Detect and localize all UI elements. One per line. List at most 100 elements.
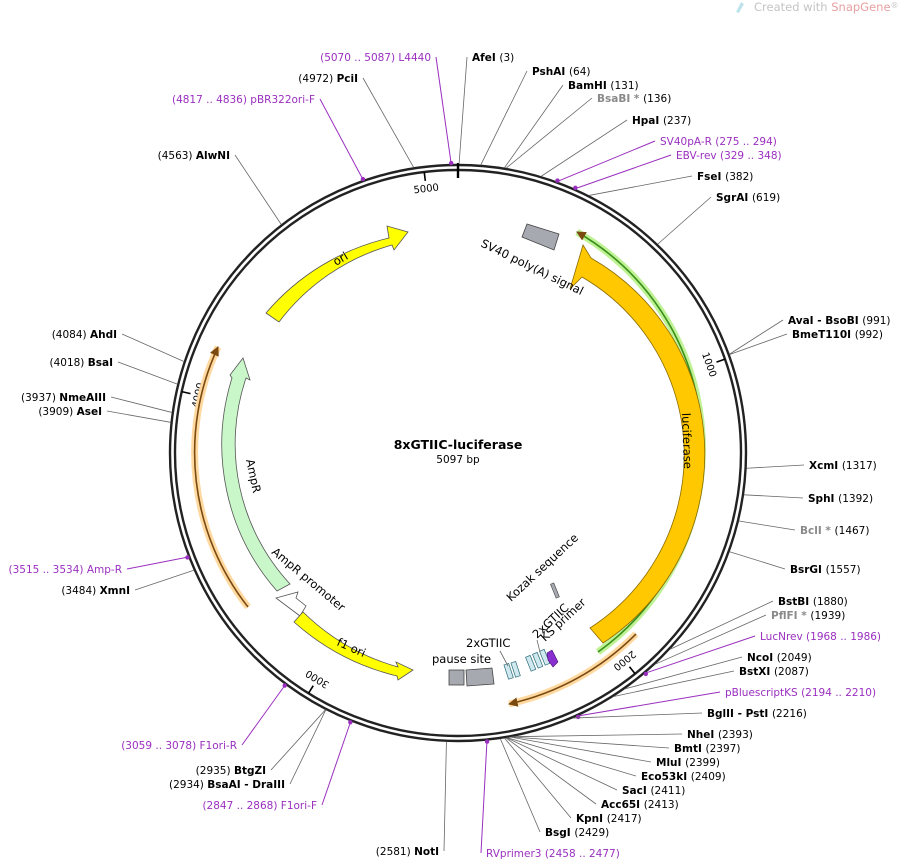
ks-primer-arrow[interactable]: [546, 649, 559, 668]
enzyme-site-label[interactable]: (2935) BtgZI: [196, 765, 266, 777]
site-leader-line: [505, 737, 597, 805]
enzyme-site-label[interactable]: (3484) XmnI: [61, 585, 130, 597]
primer-site-label[interactable]: pBluescriptKS (2194 .. 2210): [725, 687, 876, 699]
site-leader-line: [443, 741, 447, 852]
site-leader-line: [738, 520, 796, 531]
feature-label-sv40-polya: SV40 poly(A) signal: [479, 236, 586, 298]
tick-mark: [628, 666, 636, 675]
feature-label-pause-site: pause site: [432, 652, 491, 666]
gtiic-leader-b: [536, 639, 541, 653]
enzyme-site-label[interactable]: BstBI (1880): [778, 596, 848, 608]
site-leader-line: [573, 712, 703, 719]
enzyme-site-label[interactable]: XcmI (1317): [809, 460, 877, 472]
enzyme-site-label[interactable]: (3937) NmeAIII: [21, 392, 106, 404]
lower-orf-line: [508, 633, 637, 707]
site-leader-line: [117, 361, 178, 385]
site-leader-line: [505, 97, 593, 169]
enzyme-site-label[interactable]: FseI (382): [697, 171, 753, 183]
enzyme-site-label[interactable]: (2934) BsaAI - DraIII: [169, 779, 285, 791]
enzyme-site-label[interactable]: Acc65I (2413): [601, 799, 679, 811]
primer-mark: [348, 720, 353, 725]
site-leader-line: [241, 684, 286, 746]
enzyme-site-label[interactable]: (4018) BsaI: [49, 357, 113, 369]
enzyme-site-label[interactable]: BamHI (131): [568, 80, 639, 92]
enzyme-site-label[interactable]: NheI (2393): [687, 729, 753, 741]
ori-arrow[interactable]: [265, 225, 409, 323]
kozak-box[interactable]: [550, 582, 560, 599]
f1-ori-arrow[interactable]: [293, 611, 414, 681]
enzyme-site-label[interactable]: (4563) AlwNI: [158, 150, 230, 162]
site-leader-line: [319, 98, 364, 181]
enzyme-site-label[interactable]: MluI (2399): [656, 757, 720, 769]
enzyme-site-label[interactable]: AfeI (3): [472, 52, 514, 64]
site-leader-line: [655, 614, 767, 665]
enzyme-site-label[interactable]: BstXI (2087): [739, 666, 809, 678]
site-leader-line: [504, 737, 572, 819]
primer-mark: [573, 185, 578, 191]
primer-site-label[interactable]: (5070 .. 5087) L4440: [320, 52, 431, 64]
feature-label-ori: ori: [330, 249, 350, 269]
primer-site-label[interactable]: (3515 .. 3534) Amp-R: [9, 564, 123, 576]
enzyme-site-label[interactable]: BclI * (1467): [800, 525, 869, 537]
primer-site-label[interactable]: (2847 .. 2868) F1ori-F: [202, 800, 317, 812]
site-leader-line: [574, 154, 672, 190]
gtiic-repeats-a[interactable]: [503, 660, 521, 680]
enzyme-site-label[interactable]: HpaI (237): [632, 115, 691, 127]
plasmid-size: 5097 bp: [436, 454, 480, 466]
enzyme-site-label[interactable]: KpnI (2417): [576, 813, 642, 825]
site-leader-line: [513, 733, 683, 738]
sv40-polya-box[interactable]: [521, 223, 560, 251]
primer-mark: [449, 160, 454, 166]
enzyme-site-label[interactable]: SacI (2411): [622, 785, 685, 797]
primer-site-label[interactable]: EBV-rev (329 .. 348): [676, 150, 782, 162]
enzyme-site-label[interactable]: BmtI (2397): [674, 743, 740, 755]
enzyme-site-label[interactable]: SphI (1392): [808, 493, 873, 505]
enzyme-site-label[interactable]: BsaBI * (136): [597, 93, 671, 105]
site-leader-line: [500, 738, 541, 833]
ampr-promoter-arrow[interactable]: [275, 591, 307, 617]
enzyme-site-label[interactable]: AvaI - BsoBI (991): [788, 315, 891, 327]
snapgene-watermark: Created with SnapGene®: [736, 0, 899, 14]
pause-site-box-right[interactable]: [465, 667, 495, 687]
site-leader-line: [589, 175, 693, 196]
primer-site-label[interactable]: RVprimer3 (2458 .. 2477): [486, 848, 620, 860]
site-leader-line: [657, 196, 712, 245]
site-leader-line: [645, 635, 756, 674]
feature-label-luciferase: luciferase: [679, 413, 695, 469]
enzyme-site-label[interactable]: BmeT110I (992): [792, 329, 883, 341]
enzyme-site-label[interactable]: SgrAI (619): [716, 192, 780, 204]
enzyme-site-label[interactable]: (4084) AhdI: [52, 329, 117, 341]
site-leader-line: [506, 737, 618, 791]
tick-mark: [307, 685, 314, 694]
enzyme-site-label[interactable]: (2581) NotI: [376, 846, 439, 858]
luciferase-arrow[interactable]: [569, 244, 706, 644]
site-leader-line: [746, 464, 805, 469]
site-leader-line: [289, 709, 327, 785]
restriction-and-primer-sites: AfeI (3) PshAI (64) BamHI (131)BsaBI * (13…: [9, 52, 891, 860]
feature-layer: [191, 223, 706, 708]
primer-site-label[interactable]: LucNrev (1968 .. 1986): [760, 631, 881, 643]
tick-label: 1000: [699, 351, 718, 379]
site-leader-line: [541, 119, 628, 177]
enzyme-site-label[interactable]: (3909) AseI: [38, 406, 102, 418]
enzyme-site-label[interactable]: Eco53kI (2409): [641, 771, 726, 783]
feature-label-ampr: AmpR: [243, 458, 264, 495]
site-leader-line: [234, 154, 282, 225]
enzyme-site-label[interactable]: PflFI * (1939): [771, 610, 845, 622]
ampr-arrow[interactable]: [221, 357, 291, 592]
enzyme-site-label[interactable]: NcoI (2049): [747, 652, 812, 664]
site-leader-line: [121, 333, 185, 362]
pause-site-box-left[interactable]: [448, 669, 465, 686]
primer-mark: [484, 739, 490, 744]
enzyme-site-label[interactable]: BsrGI (1557): [790, 564, 861, 576]
tick-mark: [423, 171, 427, 182]
enzyme-site-label[interactable]: (4972) PciI: [298, 73, 358, 85]
enzyme-site-label[interactable]: BsgI (2429): [545, 827, 609, 839]
primer-site-label[interactable]: (4817 .. 4836) pBR322ori-F: [172, 94, 315, 106]
primer-site-label[interactable]: SV40pA-R (275 .. 294): [660, 136, 777, 148]
primer-site-label[interactable]: (3059 .. 3078) F1ori-R: [121, 740, 237, 752]
enzyme-site-label[interactable]: BglII - PstI (2216): [707, 708, 807, 720]
enzyme-site-label[interactable]: PshAI (64): [532, 66, 591, 78]
gtiic-repeats-b[interactable]: [525, 648, 551, 672]
